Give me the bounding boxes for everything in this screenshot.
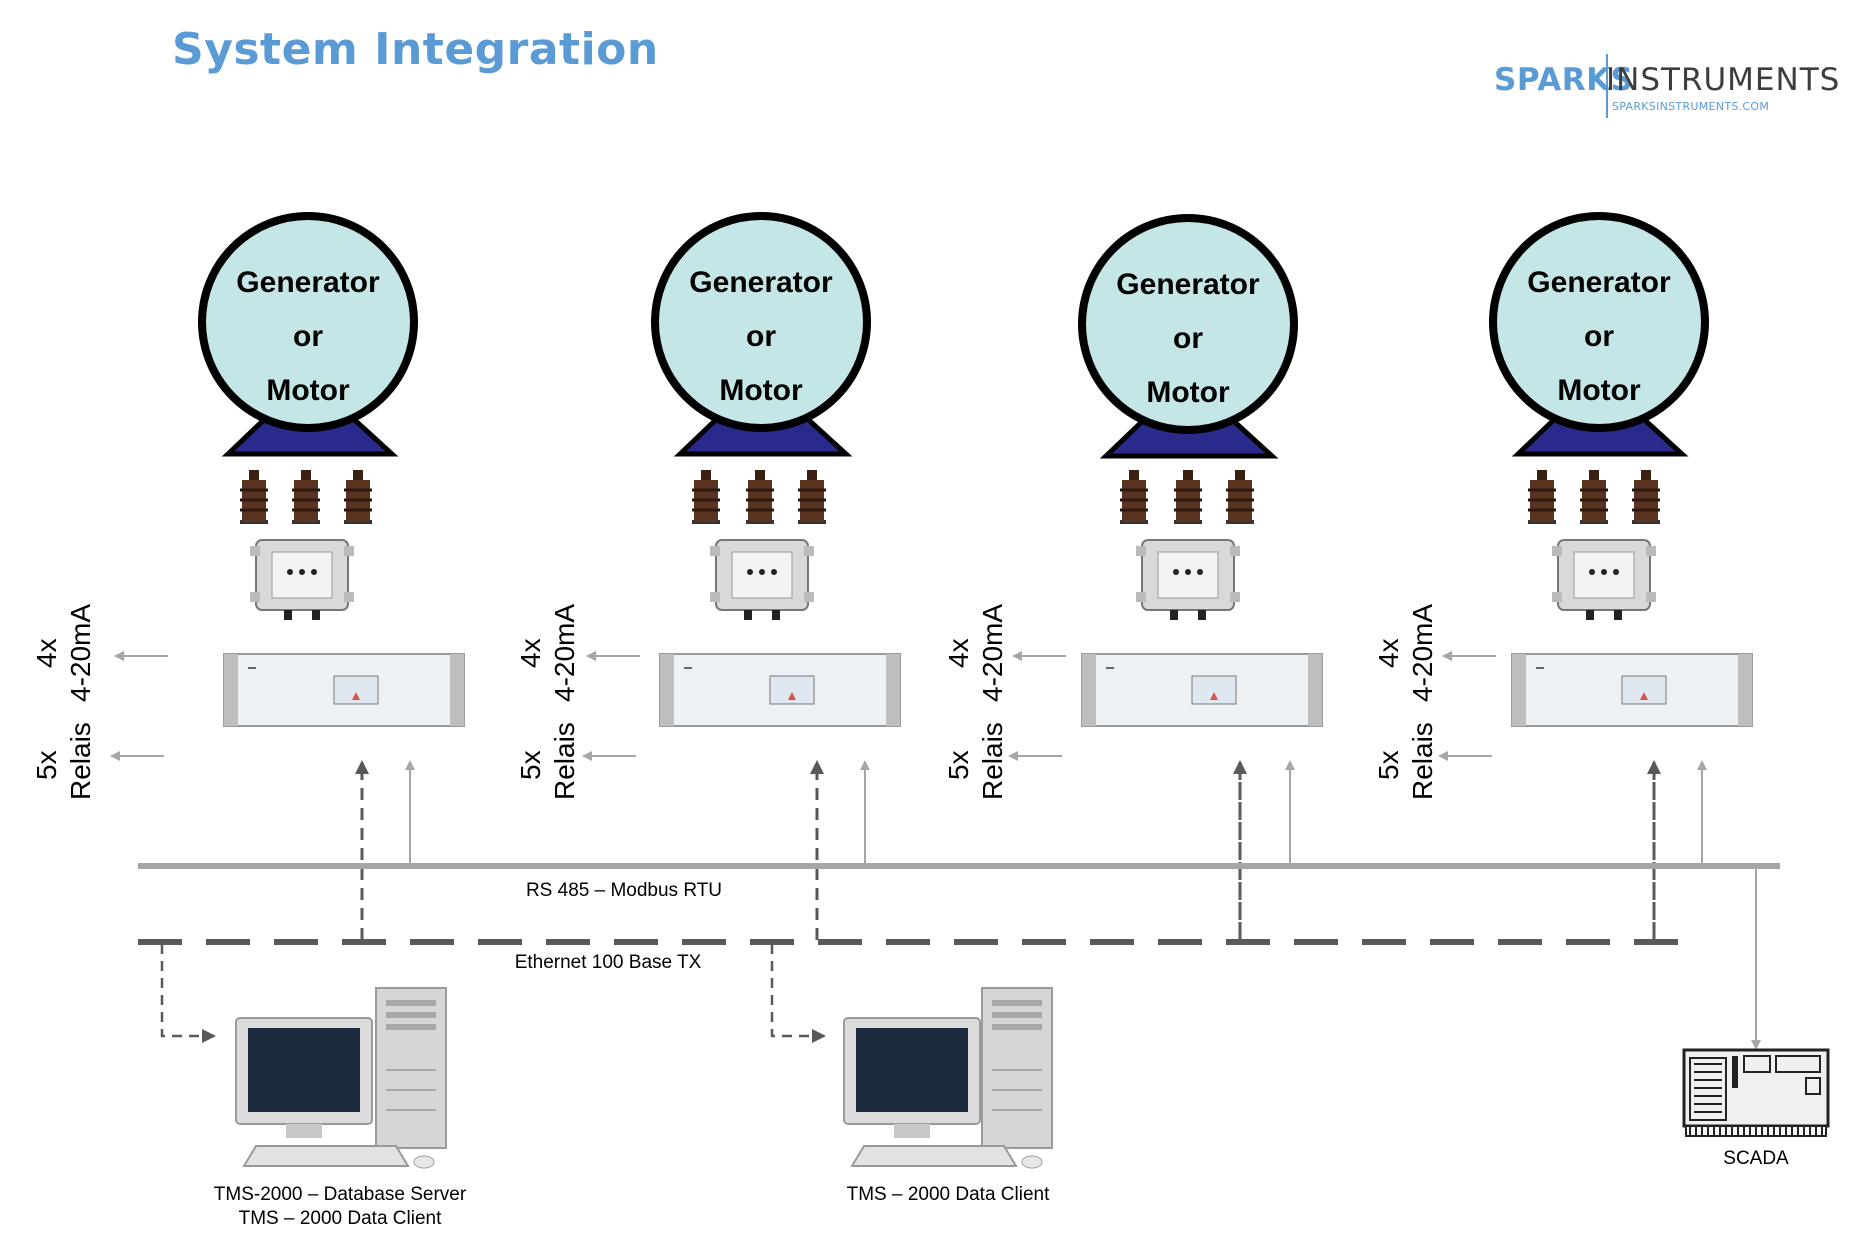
sparks-instruments-logo: SPARKS INSTRUMENTS SPARKSINSTRUMENTS.COM bbox=[1494, 52, 1839, 122]
machine-circle bbox=[1078, 214, 1298, 434]
machine-label-line2: or bbox=[293, 320, 323, 353]
machine-label-line3: Motor bbox=[1557, 374, 1641, 407]
computer-label-line1: TMS – 2000 Data Client bbox=[847, 1184, 1050, 1205]
machine-label-line2: or bbox=[746, 320, 776, 353]
analog-output-count: 4x bbox=[1373, 638, 1404, 668]
relay-output-label: Relais bbox=[977, 722, 1008, 800]
machine-label-line1: Generator bbox=[1527, 266, 1671, 299]
scada-system: SCADA bbox=[1682, 1048, 1830, 1169]
relay-output-group: 5x Relais bbox=[31, 722, 164, 800]
monitoring-rack-unit bbox=[1081, 653, 1323, 727]
relay-output-label: Relais bbox=[65, 722, 96, 800]
machine-circle bbox=[1489, 212, 1709, 432]
relay-output-label: Relais bbox=[1407, 722, 1438, 800]
analog-output-group: 4x 4-20mA bbox=[943, 604, 1066, 702]
junction-box-icon bbox=[250, 539, 354, 620]
machine-circle bbox=[198, 212, 418, 432]
computer-label-line1: TMS-2000 – Database Server bbox=[214, 1184, 467, 1205]
rs485-bus-label: RS 485 – Modbus RTU bbox=[526, 880, 722, 901]
capacitor-icon bbox=[746, 470, 774, 524]
machine-label-line3: Motor bbox=[719, 374, 803, 407]
monitoring-rack-unit bbox=[223, 653, 465, 727]
capacitor-icon bbox=[1226, 470, 1254, 524]
analog-output-group: 4x 4-20mA bbox=[515, 604, 640, 702]
relay-output-count: 5x bbox=[1373, 750, 1404, 780]
coupling-capacitors bbox=[1528, 470, 1660, 524]
junction-box-icon bbox=[710, 539, 814, 620]
machine-symbol: Generator or Motor bbox=[1078, 214, 1298, 459]
relay-output-count: 5x bbox=[515, 750, 546, 780]
machine-label-line2: or bbox=[1173, 322, 1203, 355]
scada-label: SCADA bbox=[1723, 1148, 1789, 1169]
capacitor-icon bbox=[240, 470, 268, 524]
analog-output-group: 4x 4-20mA bbox=[31, 604, 168, 702]
ethernet-bus: Ethernet 100 Base TX bbox=[138, 939, 1700, 973]
analog-output-label: 4-20mA bbox=[1407, 604, 1438, 702]
page-title: System Integration bbox=[172, 24, 659, 75]
junction-box-icon bbox=[1136, 539, 1240, 620]
relay-output-count: 5x bbox=[943, 750, 974, 780]
machine-label-line1: Generator bbox=[1116, 268, 1260, 301]
client-link-arrow bbox=[770, 944, 826, 1043]
machine-symbol: Generator or Motor bbox=[651, 212, 871, 457]
relay-output-label: Relais bbox=[549, 722, 580, 800]
machine-label-line1: Generator bbox=[236, 266, 380, 299]
ethernet-bus-label: Ethernet 100 Base TX bbox=[515, 952, 702, 973]
motor-unit-1: Generator or Motor bbox=[31, 212, 465, 940]
analog-output-group: 4x 4-20mA bbox=[1373, 604, 1496, 702]
capacitor-icon bbox=[1632, 470, 1660, 524]
database-server-computer: TMS-2000 – Database Server TMS – 2000 Da… bbox=[214, 987, 467, 1229]
rs485-bus: RS 485 – Modbus RTU bbox=[138, 863, 1780, 901]
relay-output-group: 5x Relais bbox=[1373, 722, 1492, 800]
monitoring-rack-unit bbox=[659, 653, 901, 727]
machine-label-line3: Motor bbox=[266, 374, 350, 407]
monitoring-rack-unit bbox=[1511, 653, 1753, 727]
logo-divider bbox=[1606, 54, 1608, 118]
relay-output-count: 5x bbox=[31, 750, 62, 780]
machine-circle bbox=[651, 212, 871, 432]
logo-brand-sparks: SPARKS bbox=[1494, 62, 1634, 98]
computer-icon bbox=[843, 987, 1053, 1169]
scada-icon bbox=[1682, 1048, 1830, 1137]
server-link-arrow bbox=[160, 944, 216, 1043]
motor-unit-3: Generator or Motor bbox=[943, 214, 1323, 940]
data-client-computer: TMS – 2000 Data Client bbox=[843, 987, 1053, 1205]
machine-label-line3: Motor bbox=[1146, 376, 1230, 409]
analog-output-count: 4x bbox=[31, 638, 62, 668]
analog-output-count: 4x bbox=[943, 638, 974, 668]
capacitor-icon bbox=[798, 470, 826, 524]
machine-label-line1: Generator bbox=[689, 266, 833, 299]
machine-label-line2: or bbox=[1584, 320, 1614, 353]
computer-label-line2: TMS – 2000 Data Client bbox=[239, 1208, 442, 1229]
computer-icon bbox=[235, 987, 447, 1169]
capacitor-icon bbox=[692, 470, 720, 524]
capacitor-icon bbox=[292, 470, 320, 524]
capacitor-icon bbox=[1580, 470, 1608, 524]
coupling-capacitors bbox=[1120, 470, 1254, 524]
relay-output-group: 5x Relais bbox=[515, 722, 636, 800]
analog-output-label: 4-20mA bbox=[977, 604, 1008, 702]
machine-symbol: Generator or Motor bbox=[1489, 212, 1709, 457]
motor-unit-2: Generator or Motor bbox=[515, 212, 901, 940]
junction-box-icon bbox=[1552, 539, 1656, 620]
coupling-capacitors bbox=[692, 470, 826, 524]
capacitor-icon bbox=[1174, 470, 1202, 524]
motor-unit-4: Generator or Motor bbox=[1373, 212, 1753, 940]
machine-symbol: Generator or Motor bbox=[198, 212, 418, 457]
capacitor-icon bbox=[1528, 470, 1556, 524]
logo-brand-instruments: INSTRUMENTS bbox=[1606, 62, 1841, 98]
logo-url: SPARKSINSTRUMENTS.COM bbox=[1612, 100, 1770, 113]
capacitor-icon bbox=[344, 470, 372, 524]
analog-output-label: 4-20mA bbox=[549, 604, 580, 702]
analog-output-label: 4-20mA bbox=[65, 604, 96, 702]
capacitor-icon bbox=[1120, 470, 1148, 524]
relay-output-group: 5x Relais bbox=[943, 722, 1062, 800]
coupling-capacitors bbox=[240, 470, 372, 524]
analog-output-count: 4x bbox=[515, 638, 546, 668]
